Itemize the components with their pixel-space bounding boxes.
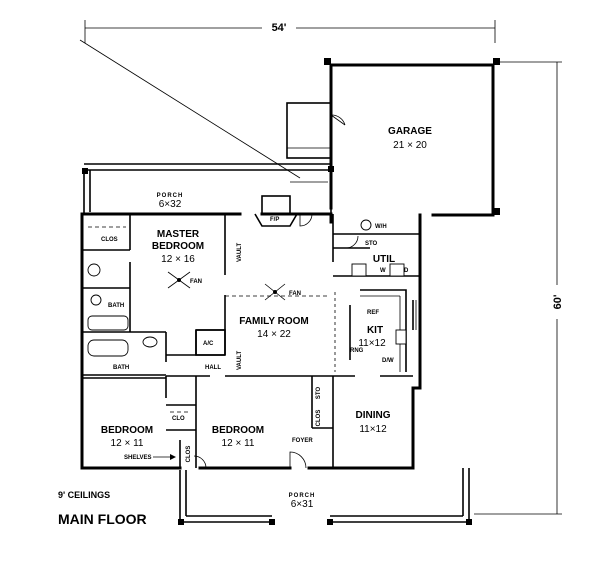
master-fan-label: FAN (190, 279, 202, 285)
garage-size: 21 × 20 (393, 140, 427, 151)
vanity-fixture (87, 315, 129, 331)
water-heater-fixture (360, 219, 372, 231)
front-porch: PORCH 6×31 (178, 468, 472, 525)
garage-stoop (286, 102, 332, 159)
master-bath-label: BATH (108, 303, 124, 309)
bedroom2-size: 12 × 11 (111, 438, 144, 449)
dishwasher-label: D/W (382, 358, 394, 364)
ceiling-note: 9' CEILINGS (58, 490, 110, 500)
sink-fixture (395, 329, 407, 345)
ref-label: REF (367, 310, 379, 316)
dining-size: 11×12 (359, 424, 387, 435)
toilet-fixture (87, 263, 101, 277)
bedroom2-closet-label: CLO (172, 416, 185, 422)
fireplace-label: F/P (270, 217, 279, 223)
rear-porch-label: PORCH (157, 193, 184, 199)
front-bedrooms: CLO CLOS SHELVES BEDROOM 12 × 11 BEDROOM… (82, 376, 264, 469)
width-dimension: 54' (84, 20, 496, 43)
width-dimension-label: 54' (272, 22, 287, 34)
family-room-label: FAMILY ROOM (239, 316, 308, 327)
bedroom3-size: 12 × 11 (222, 438, 255, 449)
garage: GARAGE 21 × 20 (324, 58, 500, 217)
depth-dimension: 60' (474, 61, 564, 515)
front-porch-label: PORCH (289, 493, 316, 499)
bedroom2-label: BEDROOM (101, 425, 153, 436)
fireplace: F/P (254, 195, 298, 227)
sink-fixture (142, 336, 158, 348)
linen-closet-label: CLOS (186, 446, 192, 463)
master-closet-label: CLOS (101, 237, 118, 243)
dining-label: DINING (356, 410, 391, 421)
foyer-label: FOYER (292, 438, 313, 444)
range-label: RNG (350, 348, 364, 354)
hall-label: HALL (205, 365, 221, 371)
exterior-walls (80, 212, 422, 470)
rear-porch: PORCH 6×32 (82, 163, 334, 215)
kitchen-size: 11×12 (358, 338, 386, 349)
vault-label-upper: VAULT (237, 243, 243, 262)
hall-bath-label: BATH (113, 365, 129, 371)
dining-room: STO CLOS DINING 11×12 FOYER (289, 375, 413, 469)
plan-title: MAIN FLOOR (58, 511, 147, 527)
util-label: UTIL (373, 254, 395, 265)
family-room-size: 14 × 22 (257, 329, 291, 340)
kitchen-label: KIT (367, 325, 383, 336)
toilet-fixture (90, 294, 102, 306)
utility-room: W/H STO W D UTIL (333, 219, 420, 277)
rear-door (299, 213, 313, 227)
front-door (289, 451, 307, 469)
rear-porch-size: 6×32 (159, 199, 182, 210)
master-suite: CLOS BATH BATH A/C FAN MASTER BEDROOM 12… (82, 214, 226, 376)
foyer-closet-label: CLOS (316, 410, 322, 427)
master-label-line2: BEDROOM (152, 241, 204, 252)
dryer-label: D (404, 268, 409, 274)
roof-line (79, 39, 301, 179)
bathtub-fixture (87, 339, 129, 357)
storage-closet-label: STO (316, 387, 322, 400)
depth-dimension-label: 60' (552, 294, 564, 309)
front-porch-size: 6×31 (291, 499, 314, 510)
shelves-label: SHELVES (124, 455, 152, 461)
bedroom3-label: BEDROOM (212, 425, 264, 436)
water-heater-label: W/H (375, 224, 387, 230)
util-storage-label: STO (365, 241, 378, 247)
washer-fixture (351, 263, 367, 277)
washer-label: W (380, 268, 386, 274)
ac-label: A/C (203, 341, 214, 347)
fan-icon (264, 283, 286, 301)
fan-icon (167, 271, 191, 289)
dryer-fixture (389, 263, 405, 277)
family-fan-label: FAN (289, 291, 301, 297)
garage-label: GARAGE (388, 126, 432, 137)
master-size: 12 × 16 (161, 254, 195, 265)
master-label-line1: MASTER (157, 229, 200, 240)
family-room: FAN VAULT VAULT HALL FAMILY ROOM 14 × 22 (166, 214, 336, 377)
kitchen: REF RNG D/W KIT 11×12 (349, 289, 407, 372)
vault-label-lower: VAULT (237, 351, 243, 370)
